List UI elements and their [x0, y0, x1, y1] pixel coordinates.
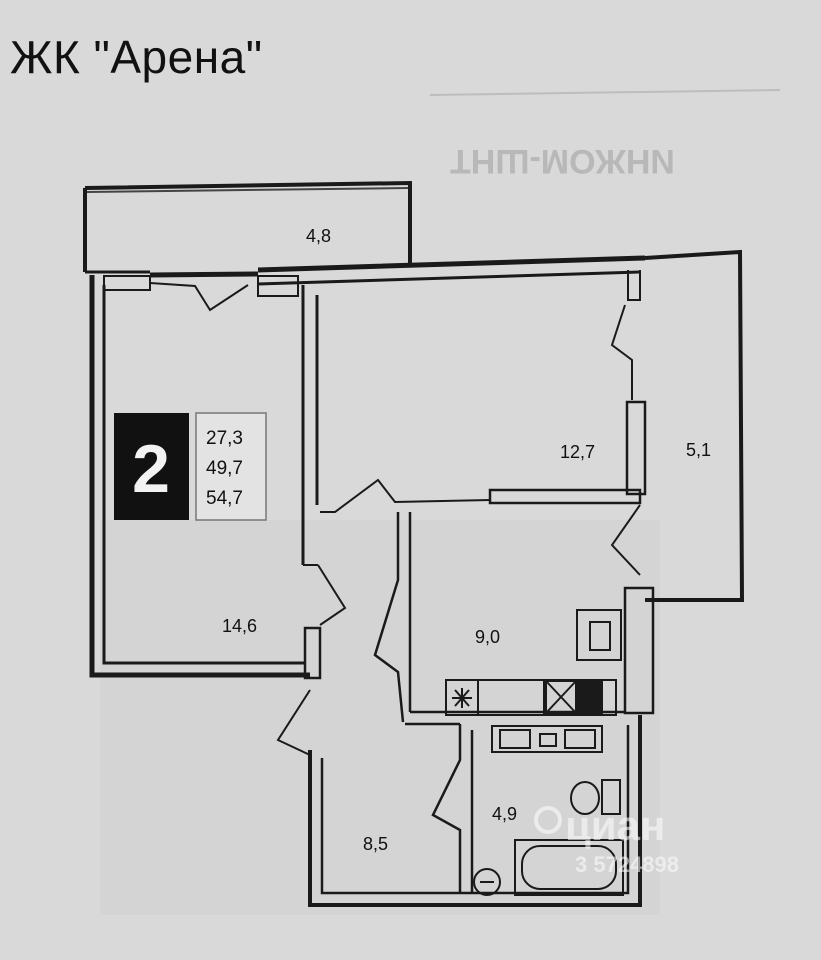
outer-walls: [89, 249, 745, 907]
kitchen-fixtures: [445, 609, 622, 753]
watermark: циан 3 5724898: [534, 802, 679, 877]
area-balcony-top: 4,8: [306, 226, 331, 246]
area-balcony-right: 5,1: [686, 440, 711, 460]
area-kitchen: 9,0: [475, 627, 500, 647]
watermark-phone: 3 5724898: [575, 852, 679, 877]
total-area-with-balcony: 54,7: [206, 488, 243, 509]
bathroom-fixtures: [473, 779, 624, 896]
area-bedroom: 12,7: [560, 442, 595, 462]
watermark-brand: циан: [565, 802, 665, 849]
area-bathroom: 4,9: [492, 804, 517, 824]
area-living-room: 14,6: [222, 616, 257, 636]
area-hallway: 8,5: [363, 834, 388, 854]
balcony-top: [83, 180, 412, 274]
page-title: ЖК "Арена": [10, 31, 263, 83]
room-count-badge: 2 27,3 49,7 54,7: [114, 412, 267, 521]
floor-shade: [100, 520, 660, 915]
living-area: 27,3: [206, 428, 243, 449]
bleed-line: [429, 89, 781, 96]
total-area: 49,7: [206, 458, 243, 479]
room-count: 2: [132, 431, 170, 507]
watermark-logo-icon: [534, 806, 562, 834]
bleed-through-text: ТНШ-МОЖНИ: [450, 142, 675, 180]
